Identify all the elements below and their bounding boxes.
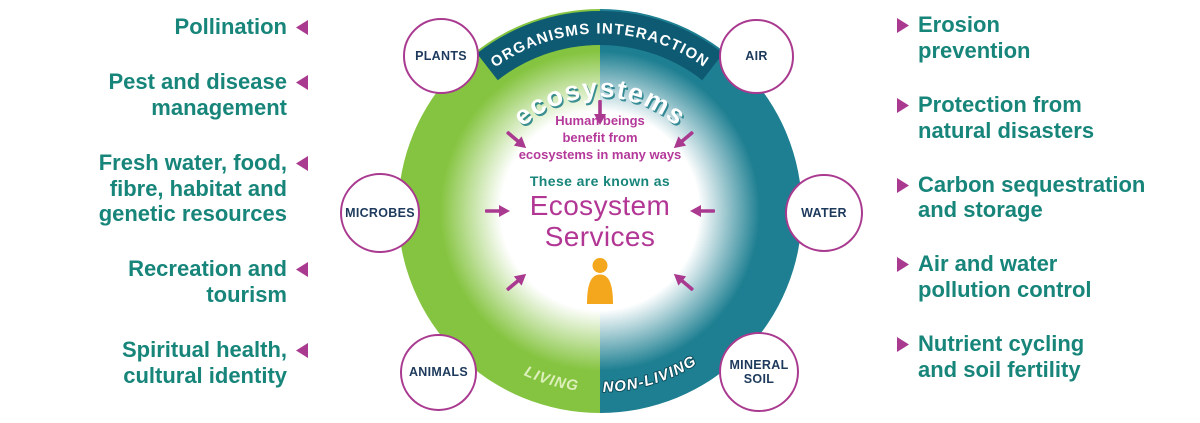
benefit-label: Nutrient cycling and soil fertility [918,331,1085,383]
node-mineral-soil: MINERAL SOIL [719,332,799,412]
benefit-item-carbon: Carbon sequestration and storage [897,172,1145,224]
node-label: AIR [745,49,768,64]
benefit-item-pollution-control: Air and water pollution control [897,251,1092,303]
node-animals: ANIMALS [400,334,477,411]
benefit-item-disaster-protection: Protection from natural disasters [897,92,1094,144]
benefit-item-nutrient-cycling: Nutrient cycling and soil fertility [897,331,1084,383]
benefit-label: Erosion prevention [918,12,1031,63]
benefit-label: Spiritual health, cultural identity [121,337,287,389]
benefit-item-pollination: Pollination [175,14,308,40]
node-label: PLANTS [415,48,467,63]
benefit-label: Carbon sequestration and storage [918,171,1146,223]
node-label: ANIMALS [408,365,469,380]
benefit-item-spiritual: Spiritual health, cultural identity [122,337,308,389]
arrow-left-icon [296,262,308,278]
benefit-label: Pollination [174,14,287,39]
node-label: WATER [801,205,847,220]
arrow-right-icon [897,257,909,273]
node-air: AIR [719,19,794,94]
node-water: WATER [785,174,863,252]
arrow-right-icon [897,337,909,353]
node-plants: PLANTS [403,18,479,94]
benefit-label: Protection from natural disasters [918,91,1095,143]
banner-band [476,10,724,81]
ecosystem-diagram: ORGANISMS INTERACTION ecosystems ecosyst… [340,0,863,423]
left-benefits-list: Pollination Pest and disease management … [28,0,308,423]
arrow-right-icon [897,18,909,33]
benefit-item-resources: Fresh water, food, fibre, habitat and ge… [99,150,308,228]
inner-fade [440,51,760,371]
node-label: MICROBES [345,205,415,220]
node-microbes: MICROBES [340,173,420,253]
benefit-item-erosion: Erosion prevention [897,12,1030,64]
arrow-right-icon [897,97,909,113]
right-benefits-list: Erosion prevention Protection from natur… [897,0,1185,423]
benefit-item-pest-management: Pest and disease management [108,69,308,121]
benefit-label: Pest and disease management [108,68,287,120]
ecosystem-ring: ORGANISMS INTERACTION ecosystems ecosyst… [398,9,802,413]
arrow-left-icon [296,20,308,35]
benefit-item-recreation: Recreation and tourism [128,256,308,308]
arrow-left-icon [296,74,308,90]
benefit-label: Recreation and tourism [128,256,287,308]
arrow-left-icon [296,343,308,359]
benefit-label: Air and water pollution control [918,251,1092,303]
arrow-left-icon [296,155,308,171]
node-label: MINERAL SOIL [729,357,789,386]
arrow-right-icon [897,177,909,193]
benefit-label: Fresh water, food, fibre, habitat and ge… [98,149,287,227]
